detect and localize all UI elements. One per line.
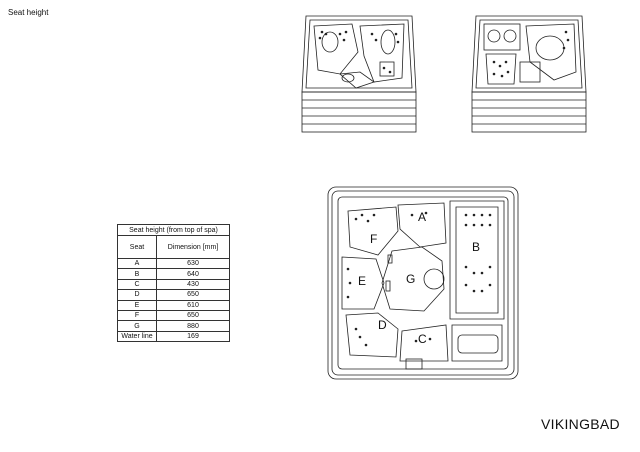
dimension-cell: 610 [156,299,230,311]
table-row: Water line 169 [117,330,230,343]
seat-label-b: B [472,240,480,254]
dimension-cell: 169 [156,330,230,343]
seat-cell: F [117,309,157,322]
table-caption: Seat height (from top of spa) [117,224,230,236]
dimension-cell: 650 [156,289,230,301]
seat-label-f: F [370,232,377,246]
dimension-cell: 880 [156,320,230,332]
table-row: G 880 [117,320,230,332]
spa-perspective-view-left [301,15,417,133]
seat-label-g: G [406,272,415,286]
dimension-cell: 630 [156,257,230,270]
table-row: C 430 [117,278,230,291]
page-title: Seat height [8,8,49,17]
seat-label-e: E [358,274,366,288]
column-header-dimension: Dimension [mm] [156,235,230,259]
table-row: E 610 [117,299,230,311]
seat-cell: D [117,289,157,301]
seat-cell: A [117,257,157,270]
seat-cell: C [117,278,157,291]
table-row: D 650 [117,289,230,301]
seat-cell: G [117,320,157,332]
seat-label-a: A [418,210,426,224]
brand-logo: VIKINGBAD [541,416,620,432]
table-row: B 640 [117,268,230,280]
table-row: F 650 [117,309,230,322]
seat-label-d: D [378,318,387,332]
dimension-cell: 430 [156,278,230,291]
seat-label-c: C [418,332,427,346]
seat-height-table: Seat height (from top of spa) Seat Dimen… [117,224,230,343]
spa-perspective-view-right [471,15,587,133]
seat-cell: E [117,299,157,311]
column-header-seat: Seat [117,235,157,259]
seat-cell: B [117,268,157,280]
dimension-cell: 640 [156,268,230,280]
seat-cell: Water line [117,330,157,343]
table-row: A 630 [117,257,230,270]
spa-top-plan: A B C D E F G [327,186,519,380]
dimension-cell: 650 [156,309,230,322]
